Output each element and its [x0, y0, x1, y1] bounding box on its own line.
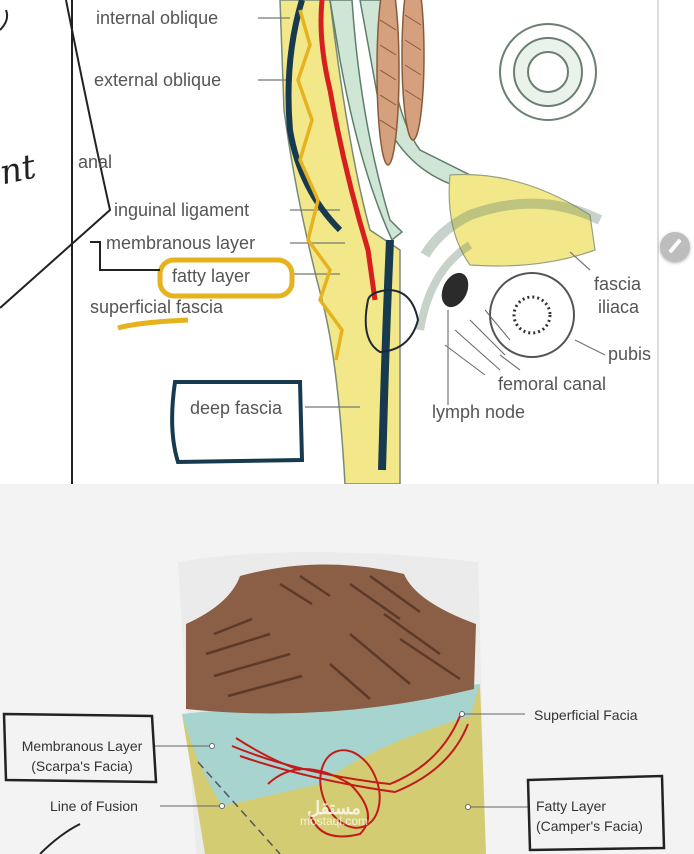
handwriting-mark [39, 823, 81, 854]
superficial-fascia-underline [117, 317, 189, 331]
label-femoral-canal: femoral canal [498, 374, 607, 394]
bottom-diagram-panel: Superficial Facia Membranous Layer (Scar… [0, 484, 694, 854]
vessel-lumen [527, 51, 569, 93]
line-of-fusion-path [197, 761, 281, 854]
label-fascia-iliaca-2: iliaca [598, 297, 640, 317]
handwriting-bracket [0, 0, 112, 309]
scarpas-membranous-layer [182, 684, 480, 806]
membranous-label-box [2, 712, 158, 784]
label-membranous-l2: (Scarpa's Facia) [31, 758, 133, 774]
fascia-iliaca-region [448, 173, 596, 267]
label-deep-fascia: deep fascia [190, 398, 283, 418]
label-membranous-l1: Membranous Layer [21, 738, 143, 754]
fatty-layer-highlight [157, 257, 295, 299]
label-line-of-fusion: Line of Fusion [50, 798, 138, 814]
fatty-label-box [526, 774, 666, 852]
handwriting-text: nt [0, 146, 40, 194]
oblique-muscle-sheath [329, 0, 404, 242]
abdominal-wall-illustration [2, 552, 666, 854]
label-external-oblique: external oblique [94, 70, 222, 90]
lymph-node-shape [441, 272, 469, 308]
label-fatty-l1: Fatty Layer [536, 798, 607, 814]
label-lymph-node: lymph node [432, 402, 526, 422]
abdominal-muscle [186, 564, 476, 714]
label-membranous-layer: membranous layer [106, 233, 256, 253]
pubis-bone [489, 272, 575, 358]
spermatic-cord-1 [376, 0, 400, 166]
annotation-red-membranous [318, 0, 378, 301]
watermark: مستقل mostaql.com [300, 798, 369, 828]
label-canal: anal [78, 152, 113, 172]
watermark-url: mostaql.com [300, 814, 369, 828]
red-annotations [231, 715, 469, 838]
femoral-sheath [416, 241, 473, 331]
annotation-gold-fatty [296, 9, 344, 361]
annotation-navy-deep-fascia [378, 239, 394, 471]
edit-pencil-button[interactable] [660, 232, 690, 262]
label-pubis: pubis [608, 344, 652, 364]
top-diagram-panel: internal oblique external oblique anal i… [0, 0, 694, 484]
label-inguinal-ligament: inguinal ligament [114, 200, 250, 220]
femoral-canal-hatching [444, 309, 511, 376]
handwriting-top-curve [0, 9, 9, 31]
inguinal-cross-section-drawing [0, 0, 659, 484]
vessel-outer-ring [499, 23, 597, 121]
label-fatty-l2: (Camper's Facia) [536, 818, 643, 834]
handwriting-connector [90, 241, 160, 271]
label-superficial-fascia: superficial fascia [90, 297, 224, 317]
annotation-circle-loop [364, 288, 420, 354]
bottom-leader-lines [155, 711, 528, 810]
label-fascia-iliaca-1: fascia [594, 274, 642, 294]
cord-hatching [379, 14, 422, 131]
label-fatty-layer: fatty layer [172, 266, 251, 286]
label-superficial-facia: Superficial Facia [534, 707, 638, 723]
watermark-arabic: مستقل [307, 798, 361, 818]
muscle-fibers [205, 574, 461, 700]
pubis-marrow [512, 295, 552, 335]
deep-fascia-box [170, 380, 305, 465]
label-internal-oblique: internal oblique [96, 8, 219, 28]
iliopsoas-sheath [420, 198, 603, 258]
